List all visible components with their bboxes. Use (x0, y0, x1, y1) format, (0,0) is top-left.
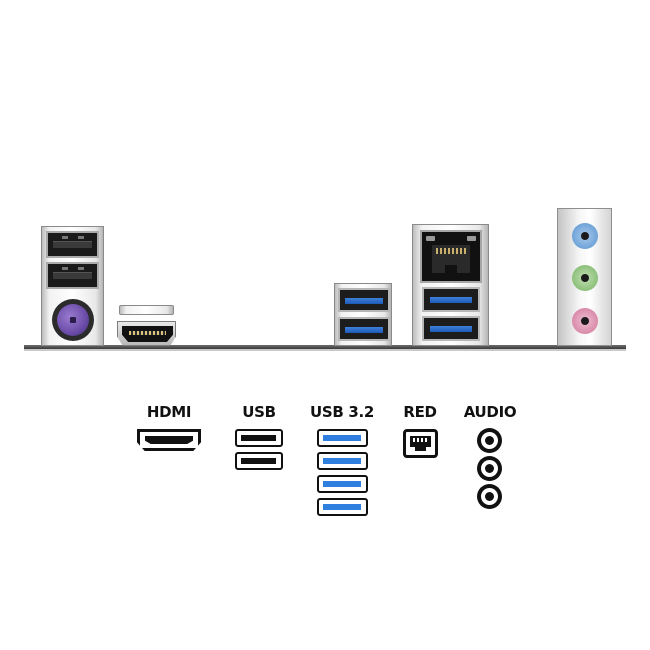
usb32-tongue (430, 297, 472, 303)
ethernet-port[interactable] (420, 230, 482, 283)
audio-jack-hole (581, 232, 589, 240)
usb-icon (235, 452, 283, 470)
usb32-tongue (345, 298, 383, 304)
audio-jack-hole (581, 274, 589, 282)
lan-usb32-stack (412, 224, 489, 346)
audio-jack-icon-ring (481, 460, 498, 477)
motherboard-edge-shadow (24, 349, 626, 351)
usb-3-2-icon (317, 429, 368, 447)
audio-jack-icon-ring (481, 432, 498, 449)
legend-label-usb32: USB 3.2 (309, 403, 375, 421)
usb-icon (235, 429, 283, 447)
usb-3-2-icon-bar (323, 504, 361, 510)
io-panel (24, 208, 626, 351)
audio-jack-hole (581, 317, 589, 325)
audio-jack-icon-ring (481, 488, 498, 505)
usb32-stack-middle (334, 283, 392, 346)
legend-label-hdmi: HDMI (146, 403, 192, 421)
ethernet-slot (432, 245, 470, 273)
port-legend: HDMI USB USB 3.2 RED AUDIO (0, 395, 650, 525)
usb2-latch (62, 267, 68, 270)
audio-jack-icon (477, 456, 502, 481)
usb-3-2-icon (317, 498, 368, 516)
hdmi-port-cavity (122, 326, 173, 342)
usb2-latch (78, 267, 84, 270)
hdmi-port[interactable] (117, 321, 176, 346)
audio-jack-icon (477, 484, 502, 509)
usb-3-2-icon-bar (323, 458, 361, 464)
ethernet-pins (436, 248, 466, 254)
usb32-port[interactable] (338, 317, 390, 341)
audio-jack-line-out[interactable] (572, 265, 598, 291)
usb-3-2-icon (317, 475, 368, 493)
usb-3-2-icon (317, 452, 368, 470)
ethernet-icon (403, 429, 438, 458)
usb2-tongue (53, 241, 92, 248)
ethernet-icon-glyph (410, 436, 431, 451)
legend-label-usb: USB (242, 403, 276, 421)
hdmi-bracket (119, 305, 174, 315)
usb2-tongue (53, 272, 92, 279)
usb32-tongue (345, 327, 383, 333)
usb2-port-bottom[interactable] (46, 262, 99, 289)
ps2-port-ring (52, 299, 94, 341)
legend-label-audio: AUDIO (463, 403, 517, 421)
ethernet-led-left (426, 236, 435, 241)
usb-3-2-icon-bar (323, 481, 361, 487)
usb-icon-bar (241, 458, 276, 464)
usb2-latch (78, 236, 84, 239)
legend-label-red: RED (403, 403, 437, 421)
usb32-tongue (430, 326, 472, 332)
hdmi-pins (129, 331, 166, 335)
ethernet-clip-notch (445, 265, 457, 273)
usb-icon-bar (241, 435, 276, 441)
usb2-ps2-stack (41, 226, 104, 346)
usb32-port[interactable] (422, 287, 480, 312)
hdmi-icon-inner (145, 436, 193, 444)
audio-jack-mic[interactable] (572, 308, 598, 334)
usb32-port[interactable] (338, 288, 390, 312)
ps2-port[interactable] (57, 304, 89, 336)
usb32-port[interactable] (422, 316, 480, 341)
hdmi-port-housing (117, 305, 176, 346)
usb2-latch (62, 236, 68, 239)
audio-jack-icon-hole (485, 436, 494, 445)
audio-jack-icon-hole (485, 492, 494, 501)
usb2-port-top[interactable] (46, 231, 99, 258)
audio-jack-stack (557, 208, 612, 346)
motherboard-edge (24, 345, 626, 349)
usb-3-2-icon-bar (323, 435, 361, 441)
audio-jack-icon-hole (485, 464, 494, 473)
audio-jack-icon (477, 428, 502, 453)
ethernet-led-right (467, 236, 476, 241)
audio-jack-line-in[interactable] (572, 223, 598, 249)
